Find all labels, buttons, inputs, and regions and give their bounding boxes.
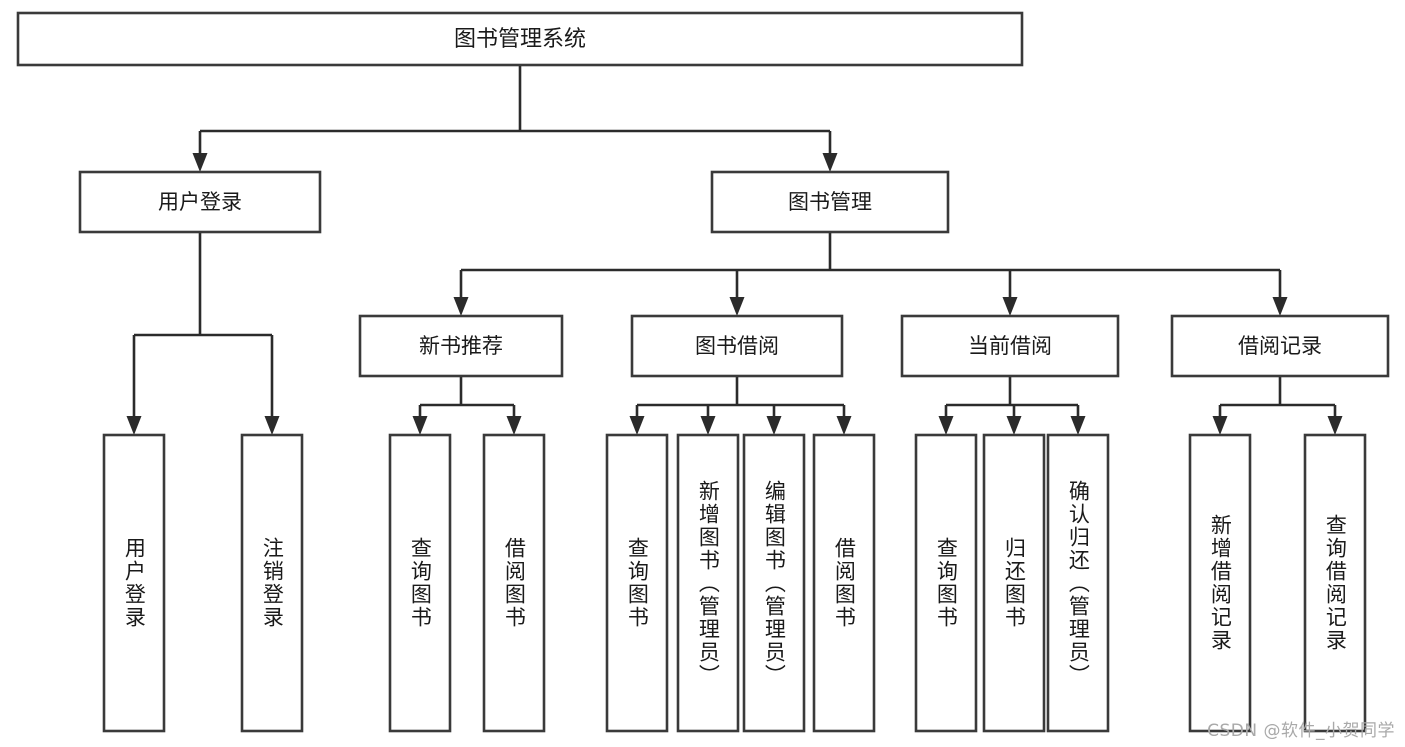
leaf-node-box-8[interactable] [914,433,978,733]
connectors-layer [126,65,1343,435]
leaf-node-box-11[interactable] [1188,433,1252,733]
watermark-text: CSDN @软件_小贺同学 [1207,721,1395,741]
level2-node-label-1: 图书管理 [788,190,872,214]
arrow-head-icon [822,153,838,172]
leaf-node-box-6[interactable] [742,433,806,733]
root-node-label: 图书管理系统 [454,27,586,52]
arrow-head-icon [729,297,745,316]
leaf-node-box-7[interactable] [812,433,876,733]
leaf-node-box-12[interactable] [1303,433,1367,733]
arrow-head-icon [700,416,716,435]
level3-node-label-3: 借阅记录 [1238,334,1322,358]
root-node-box[interactable] [16,11,1024,67]
level3-node-label-1: 图书借阅 [695,334,779,358]
arrow-head-icon [1212,416,1228,435]
level3-node-label-0: 新书推荐 [419,334,503,358]
arrow-head-icon [1070,416,1086,435]
arrow-head-icon [629,416,645,435]
level3-node-box-0[interactable] [358,314,564,378]
arrow-head-icon [1272,297,1288,316]
level2-node-box-1[interactable] [710,170,950,234]
arrow-head-icon [126,416,142,435]
arrow-head-icon [766,416,782,435]
level3-node-box-1[interactable] [630,314,844,378]
arrow-head-icon [264,416,280,435]
leaf-node-box-5[interactable] [676,433,740,733]
level3-node-label-2: 当前借阅 [968,334,1052,358]
arrow-head-icon [938,416,954,435]
arrow-head-icon [412,416,428,435]
level3-node-box-2[interactable] [900,314,1120,378]
arrow-head-icon [453,297,469,316]
leaf-node-box-10[interactable] [1046,433,1110,733]
arrow-head-icon [1006,416,1022,435]
level3-node-box-3[interactable] [1170,314,1390,378]
arrow-head-icon [1327,416,1343,435]
boxes-layer [16,11,1390,733]
level2-node-box-0[interactable] [78,170,322,234]
leaf-node-box-4[interactable] [605,433,669,733]
arrow-head-icon [836,416,852,435]
leaf-node-box-3[interactable] [482,433,546,733]
leaf-node-box-0[interactable] [102,433,166,733]
arrow-head-icon [1002,297,1018,316]
level2-node-label-0: 用户登录 [158,190,242,214]
leaf-node-box-2[interactable] [388,433,452,733]
arrow-head-icon [506,416,522,435]
leaf-node-box-1[interactable] [240,433,304,733]
leaf-node-box-9[interactable] [982,433,1046,733]
arrow-head-icon [192,153,208,172]
